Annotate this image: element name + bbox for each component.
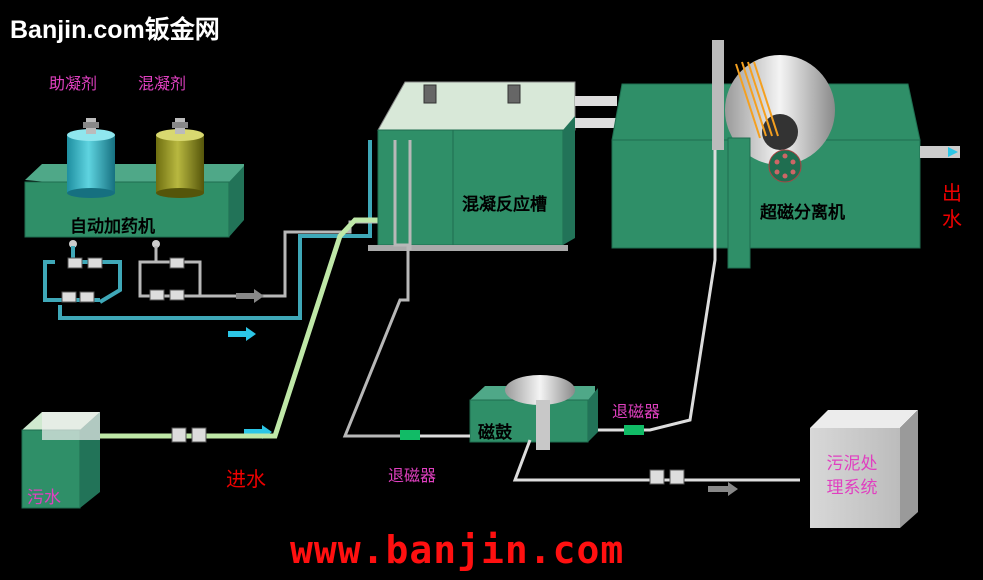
magnetic-drum bbox=[469, 375, 598, 450]
demagnetizer-right-label: 退磁器 bbox=[612, 402, 661, 421]
demagnetizer-left bbox=[400, 430, 420, 440]
dosing-valves bbox=[61, 257, 185, 303]
sewage-tank bbox=[21, 412, 100, 509]
magnetic-drum-label: 磁鼓 bbox=[478, 423, 512, 443]
sludge-treatment-box bbox=[810, 410, 918, 528]
outlet-label: 出 水 bbox=[942, 180, 962, 232]
sludge-system-label: 污泥处 理系统 bbox=[816, 452, 888, 500]
separator-label: 超磁分离机 bbox=[760, 203, 845, 223]
outlet-label-line1: 出 bbox=[942, 181, 962, 205]
super-magnetic-separator bbox=[611, 40, 960, 269]
website-url[interactable]: www.banjin.com bbox=[290, 528, 625, 572]
reaction-tank bbox=[368, 81, 617, 251]
demagnetizer-right bbox=[624, 425, 644, 435]
inlet-valve bbox=[171, 427, 187, 443]
outlet-label-line2: 水 bbox=[942, 207, 962, 231]
coagulant-aid-label: 助凝剂 bbox=[49, 74, 98, 93]
inlet-label: 进水 bbox=[226, 467, 266, 491]
demagnetizer-bottom-label: 退磁器 bbox=[388, 466, 437, 485]
sludge-system-line1: 污泥处 bbox=[826, 454, 878, 474]
sewage-label: 污水 bbox=[27, 488, 61, 508]
flow-arrows bbox=[228, 289, 738, 496]
coagulant-label: 混凝剂 bbox=[138, 74, 187, 93]
sludge-system-line2: 理系统 bbox=[826, 478, 878, 498]
dosing-machine-label: 自动加药机 bbox=[70, 217, 155, 237]
coagulant-tank bbox=[156, 118, 204, 198]
outlet-arrow bbox=[948, 147, 958, 157]
site-logo: Banjin.com钣金网 bbox=[10, 16, 220, 44]
reaction-tank-label: 混凝反应槽 bbox=[462, 195, 547, 215]
coagulant-aid-tank bbox=[67, 118, 115, 198]
